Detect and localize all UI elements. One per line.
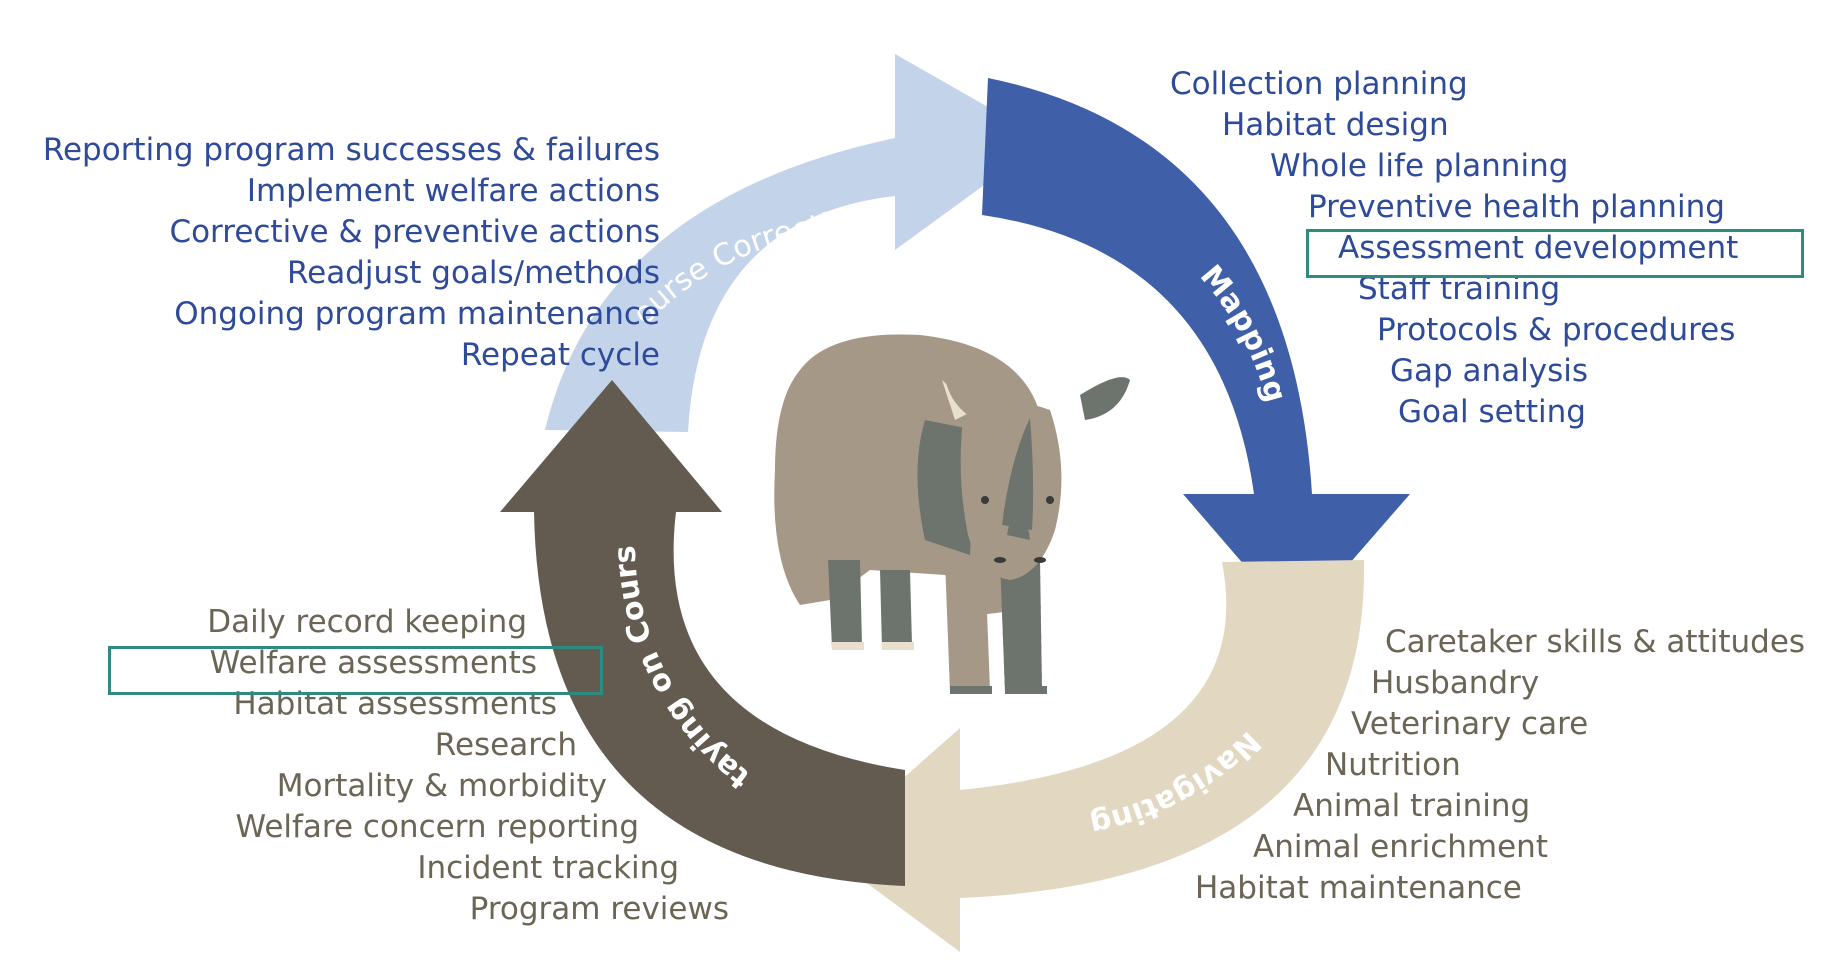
list-item: Animal enrichment bbox=[1253, 829, 1548, 865]
list-item: Program reviews bbox=[469, 891, 729, 927]
list-item: Goal setting bbox=[1398, 394, 1586, 430]
list-item: Preventive health planning bbox=[1308, 189, 1725, 225]
list-item: Habitat design bbox=[1222, 107, 1449, 143]
list-item: Animal training bbox=[1293, 788, 1531, 824]
course-correction-list: Reporting program successes & failures I… bbox=[43, 130, 660, 376]
navigating-list: Caretaker skills & attitudes Husbandry V… bbox=[1195, 622, 1805, 909]
arrow-course-correction bbox=[545, 54, 1046, 432]
list-item: Ongoing program maintenance bbox=[174, 296, 660, 332]
highlight-box-assessment-development bbox=[1306, 229, 1804, 278]
highlight-box-welfare-assessments bbox=[108, 646, 603, 695]
list-item: Welfare concern reporting bbox=[235, 809, 639, 845]
list-item: Nutrition bbox=[1325, 747, 1461, 783]
list-item: Husbandry bbox=[1371, 665, 1540, 701]
list-item: Implement welfare actions bbox=[246, 173, 660, 209]
list-item: Habitat maintenance bbox=[1195, 870, 1522, 906]
staying-on-course-list: Daily record keeping Welfare assessments… bbox=[207, 602, 757, 930]
list-item: Incident tracking bbox=[417, 850, 679, 886]
list-item: Reporting program successes & failures bbox=[42, 132, 660, 168]
list-item: Welfare assessments bbox=[209, 645, 537, 681]
list-item: Collection planning bbox=[1170, 66, 1468, 102]
arrow-navigating bbox=[822, 560, 1365, 952]
list-item: Veterinary care bbox=[1351, 706, 1589, 742]
list-item: Caretaker skills & attitudes bbox=[1385, 624, 1806, 660]
list-item: Daily record keeping bbox=[207, 604, 527, 640]
list-item: Assessment development bbox=[1338, 230, 1739, 266]
list-item: Gap analysis bbox=[1390, 353, 1589, 389]
list-item: Research bbox=[434, 727, 577, 763]
list-item: Readjust goals/methods bbox=[286, 255, 660, 291]
list-item: Mortality & morbidity bbox=[276, 768, 607, 804]
list-item: Whole life planning bbox=[1270, 148, 1569, 184]
list-item: Repeat cycle bbox=[460, 337, 660, 373]
mapping-list: Collection planning Habitat design Whole… bbox=[1170, 64, 1738, 433]
arrow-mapping bbox=[982, 78, 1410, 625]
arrow-staying-on-course bbox=[500, 380, 905, 886]
list-item: Corrective & preventive actions bbox=[169, 214, 660, 250]
list-item: Protocols & procedures bbox=[1377, 312, 1736, 348]
rhino-illustration bbox=[774, 334, 1130, 694]
